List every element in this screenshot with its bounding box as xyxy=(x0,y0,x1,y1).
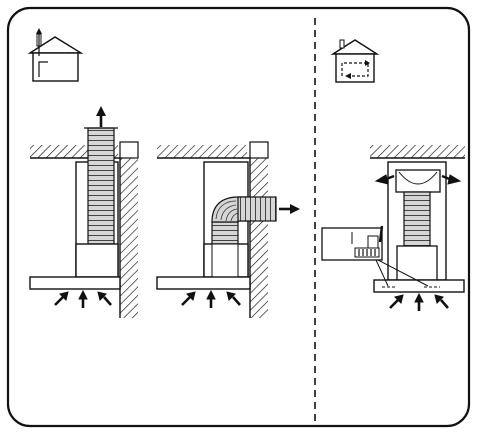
recirculation-hood xyxy=(321,145,465,311)
wall-exhaust-hood xyxy=(156,141,300,318)
intake-arrows xyxy=(54,289,112,308)
intake-arrows xyxy=(389,292,449,311)
intake-arrows xyxy=(181,289,241,308)
wall-hatch xyxy=(250,158,268,318)
recirculation-arrows xyxy=(374,174,462,185)
house-vent-up-icon xyxy=(27,28,84,82)
ceiling-hatch xyxy=(157,145,247,158)
ceiling-hatch xyxy=(370,145,465,158)
air-deflector xyxy=(395,169,441,193)
vertical-exhaust-hood xyxy=(29,106,139,318)
flex-duct xyxy=(87,127,115,245)
flex-duct xyxy=(403,191,431,247)
house-recirculate-icon xyxy=(330,39,380,83)
flex-duct xyxy=(237,196,277,222)
carbon-filter-detail xyxy=(321,225,429,287)
wall-hatch xyxy=(120,158,138,318)
